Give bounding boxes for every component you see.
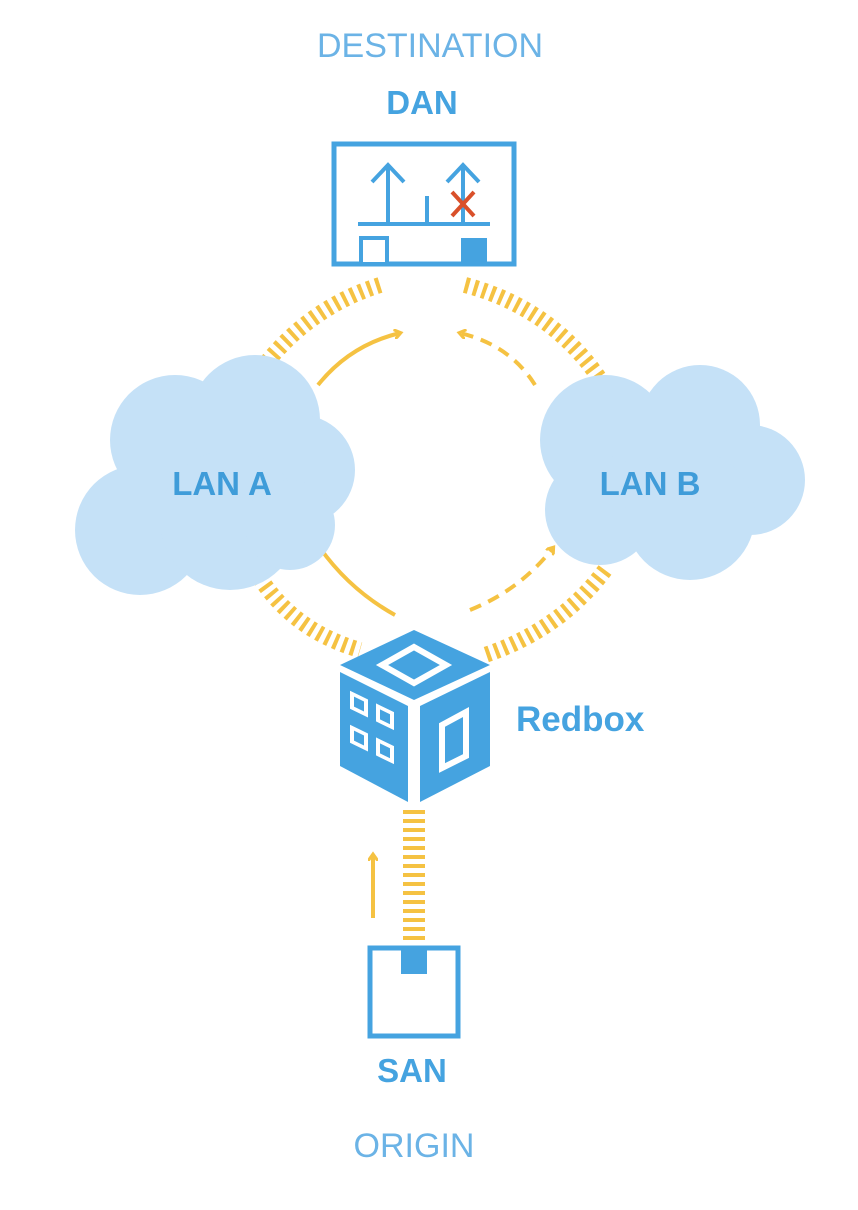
origin-caption: ORIGIN xyxy=(353,1127,475,1165)
destination-caption: DESTINATION xyxy=(316,27,544,65)
san-device-icon xyxy=(367,945,461,1039)
redbox-label: Redbox xyxy=(516,700,645,739)
lan-a-cloud xyxy=(75,355,355,595)
flow-arrow-path-b-upper xyxy=(460,333,537,387)
dan-label: DAN xyxy=(386,84,458,121)
lan-b-label: LAN B xyxy=(599,465,701,502)
san-label: SAN xyxy=(377,1052,447,1089)
flow-arrow-path-a-lower xyxy=(320,548,396,617)
link-lan-b-redbox xyxy=(482,565,612,663)
dan-device-icon xyxy=(331,141,517,267)
lan-a-label: LAN A xyxy=(172,465,272,502)
flow-arrow-path-b-lower xyxy=(469,548,553,612)
link-lan-a-redbox xyxy=(248,565,363,658)
flow-arrow-path-a-upper xyxy=(316,333,400,387)
lan-b-cloud xyxy=(540,365,805,580)
redbox-cube-icon xyxy=(340,630,490,802)
cross-icon xyxy=(450,190,476,218)
